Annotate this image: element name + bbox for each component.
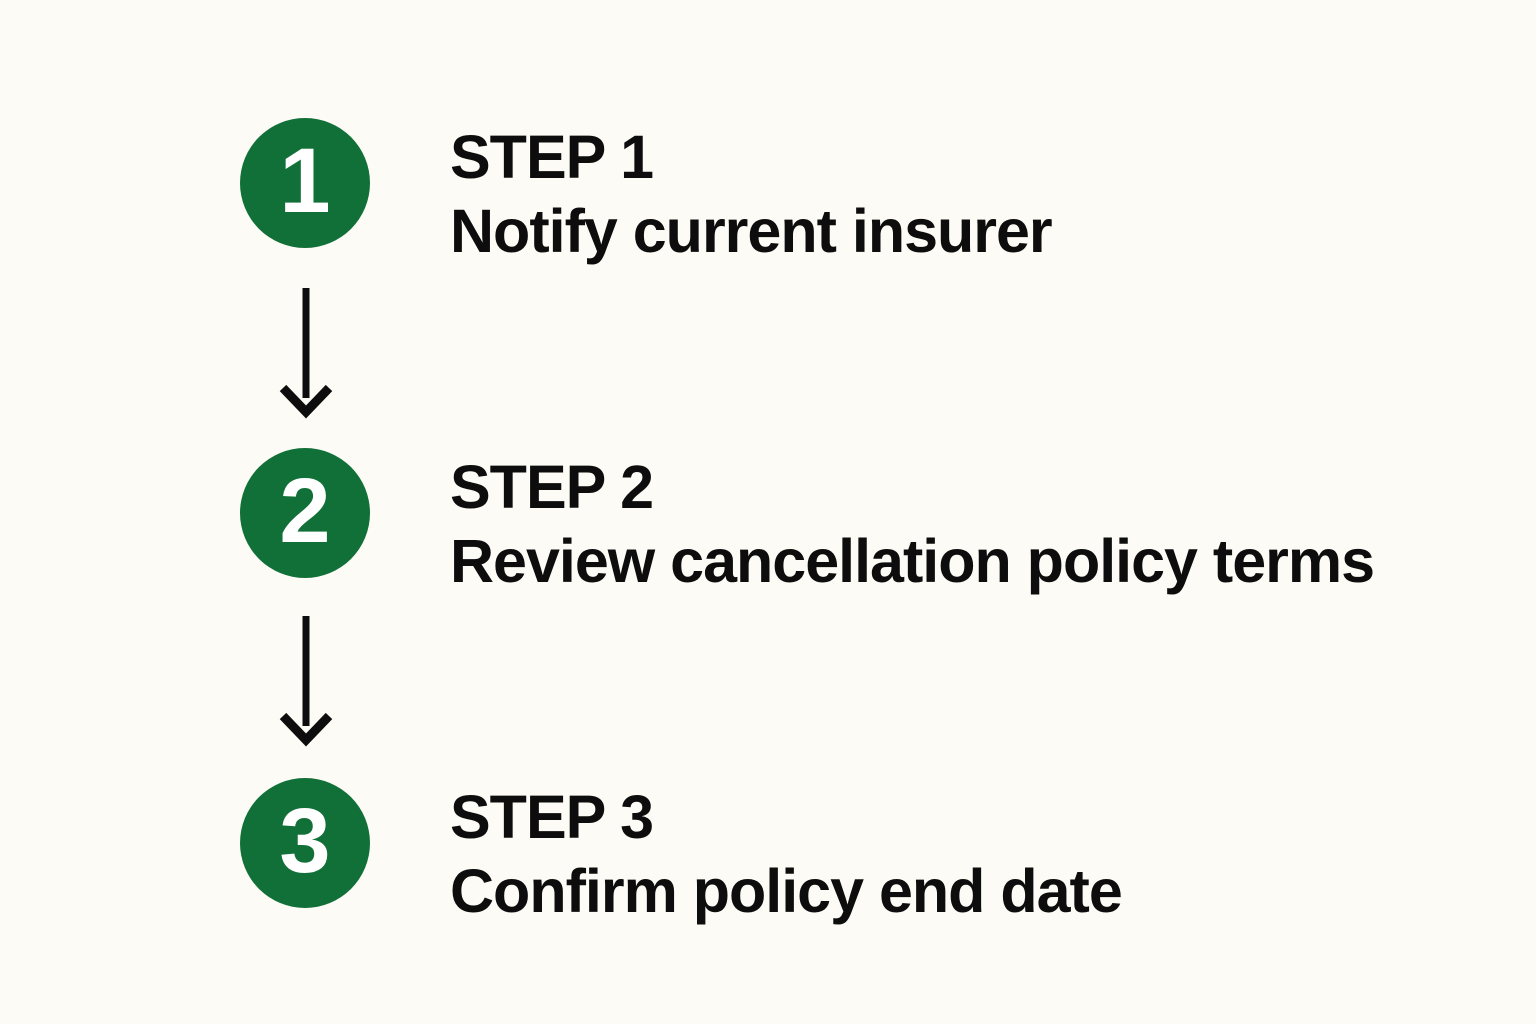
step-3-title: Confirm policy end date (450, 857, 1123, 925)
step-2-text: STEP 2 Review cancellation policy terms (450, 450, 1375, 598)
step-row-1: 1 STEP 1 Notify current insurer (240, 118, 1053, 268)
step-1-title: Notify current insurer (450, 197, 1053, 265)
step-2-label: STEP 2 (450, 453, 654, 521)
step-3-number-badge: 3 (240, 778, 370, 908)
step-2-number-badge: 2 (240, 448, 370, 578)
step-1-number: 1 (279, 130, 331, 232)
step-1-label: STEP 1 (450, 123, 654, 191)
step-2-number: 2 (279, 460, 331, 562)
step-3-label: STEP 3 (450, 783, 654, 851)
step-1-number-badge: 1 (240, 118, 370, 248)
step-2-title: Review cancellation policy terms (450, 527, 1375, 595)
step-3-text: STEP 3 Confirm policy end date (450, 780, 1123, 928)
step-3-number: 3 (279, 790, 331, 892)
arrow-down-icon (277, 285, 335, 421)
step-1-text: STEP 1 Notify current insurer (450, 120, 1053, 268)
step-row-2: 2 STEP 2 Review cancellation policy term… (240, 448, 1375, 598)
arrow-down-icon (277, 613, 335, 749)
step-row-3: 3 STEP 3 Confirm policy end date (240, 778, 1123, 928)
